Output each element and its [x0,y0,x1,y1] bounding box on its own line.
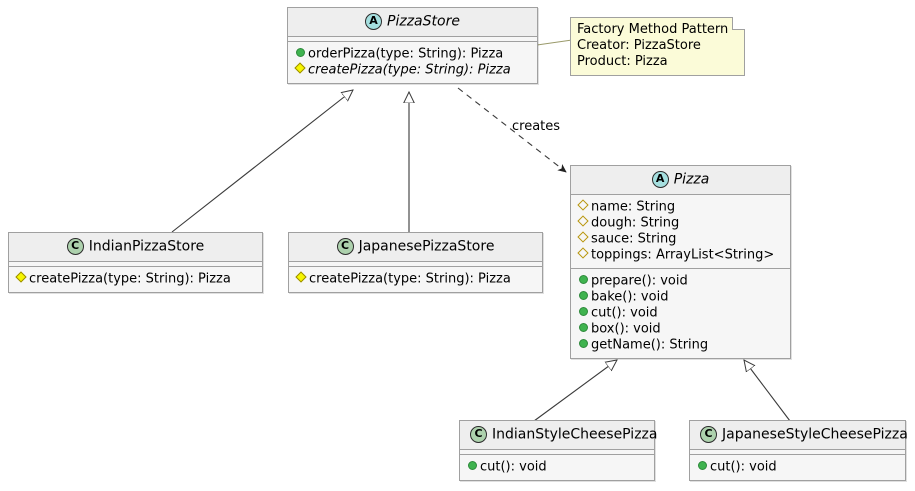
method-label: cut(): void [480,459,547,474]
public-visibility-icon [577,289,589,305]
class-title-pizzastore: PizzaStore [387,13,460,30]
public-visibility-icon [577,305,589,321]
method-label: createPizza(type: String): Pizza [309,271,511,286]
methods-compartment-pizzastore: orderPizza(type: String): Pizza createPi… [288,40,537,83]
method-row[interactable]: orderPizza(type: String): Pizza [294,46,531,62]
attribute-label: sauce: String [591,231,677,246]
attribute-label: dough: String [591,215,680,230]
public-visibility-icon [577,273,589,289]
method-label: box(): void [591,321,661,336]
edge-indianpizzastore-to-pizzastore [171,90,353,233]
methods-compartment-indianstylecheesepizza: cut(): void [460,453,654,480]
method-row[interactable]: getName(): String [577,337,784,353]
concrete-class-icon: C [66,238,84,255]
method-row[interactable]: bake(): void [577,289,784,305]
protected-visibility-icon [577,215,589,231]
note-line-title: Factory Method Pattern [577,22,729,37]
methods-compartment-japanesestylecheesepizza: cut(): void [690,453,905,480]
method-label: orderPizza(type: String): Pizza [308,46,504,61]
edge-japanesestylecheesepizza-to-pizza [744,360,791,422]
method-row[interactable]: box(): void [577,321,784,337]
attributes-compartment-indianstylecheesepizza [460,449,654,454]
attribute-label: toppings: ArrayList<String> [591,247,775,262]
public-visibility-icon [577,337,589,353]
edge-indianstylecheesepizza-to-pizza [533,360,617,422]
abstract-class-icon: A [651,171,669,188]
protected-visibility-icon [15,271,27,287]
methods-compartment-japanesepizzastore: createPizza(type: String): Pizza [289,265,542,292]
attributes-compartment-indianpizzastore [9,261,262,266]
attribute-row[interactable]: toppings: ArrayList<String> [577,247,784,263]
attribute-row[interactable]: sauce: String [577,231,784,247]
method-label: prepare(): void [591,273,688,288]
note-anchor-line [536,39,573,46]
public-visibility-icon [577,321,589,337]
attributes-compartment-japanesestylecheesepizza [690,449,905,454]
public-visibility-icon [294,46,306,62]
class-title-indianpizzastore: IndianPizzaStore [88,238,205,255]
public-visibility-icon [466,459,478,475]
attribute-row[interactable]: dough: String [577,215,784,231]
method-label: createPizza(type: String): Pizza [308,62,511,77]
method-row[interactable]: createPizza(type: String): Pizza [295,271,536,287]
note-fold-corner-icon [732,17,745,30]
class-title-japanesepizzastore: JapanesePizzaStore [358,238,495,255]
class-header-japanesestylecheesepizza: C JapaneseStyleCheesePizza [690,421,908,450]
protected-visibility-icon [577,247,589,263]
class-header-indianstylecheesepizza: C IndianStyleCheesePizza [460,421,658,450]
method-row[interactable]: cut(): void [577,305,784,321]
abstract-class-icon: A [365,13,383,30]
method-row[interactable]: createPizza(type: String): Pizza [294,62,531,78]
class-title-pizza: Pizza [673,171,710,188]
method-row[interactable]: cut(): void [466,459,648,475]
edge-label-creates: creates [512,119,561,134]
note-factory-method-pattern: Factory Method Pattern Creator: PizzaSto… [570,17,745,76]
attributes-compartment-pizza: name: String dough: String sauce: String… [571,194,790,268]
method-row[interactable]: cut(): void [696,459,899,475]
method-label: cut(): void [591,305,658,320]
class-box-indianstylecheesepizza[interactable]: C IndianStyleCheesePizza cut(): void [459,420,658,481]
note-line-creator: Creator: PizzaStore [577,38,701,53]
protected-visibility-icon [294,62,306,78]
concrete-class-icon: C [470,426,487,443]
protected-visibility-icon [577,231,589,247]
concrete-class-icon: C [700,426,717,443]
attributes-compartment-japanesepizzastore [289,261,542,266]
note-line-product: Product: Pizza [577,54,668,69]
methods-compartment-indianpizzastore: createPizza(type: String): Pizza [9,265,262,292]
protected-visibility-icon [577,199,589,215]
class-box-japanesestylecheesepizza[interactable]: C JapaneseStyleCheesePizza cut(): void [689,420,908,481]
method-label: cut(): void [710,459,777,474]
method-label: getName(): String [591,337,709,352]
method-row[interactable]: createPizza(type: String): Pizza [15,271,256,287]
method-row[interactable]: prepare(): void [577,273,784,289]
protected-visibility-icon [295,271,307,287]
concrete-class-icon: C [336,238,354,255]
class-title-japanesestylecheesepizza: JapaneseStyleCheesePizza [722,426,908,443]
attribute-label: name: String [591,199,676,214]
attributes-compartment-pizzastore [288,36,537,41]
attribute-row[interactable]: name: String [577,199,784,215]
method-label: bake(): void [591,289,669,304]
method-label: createPizza(type: String): Pizza [29,271,231,286]
class-title-indianstylecheesepizza: IndianStyleCheesePizza [492,426,658,443]
public-visibility-icon [696,459,708,475]
methods-compartment-pizza: prepare(): void bake(): void cut(): void… [571,267,790,358]
